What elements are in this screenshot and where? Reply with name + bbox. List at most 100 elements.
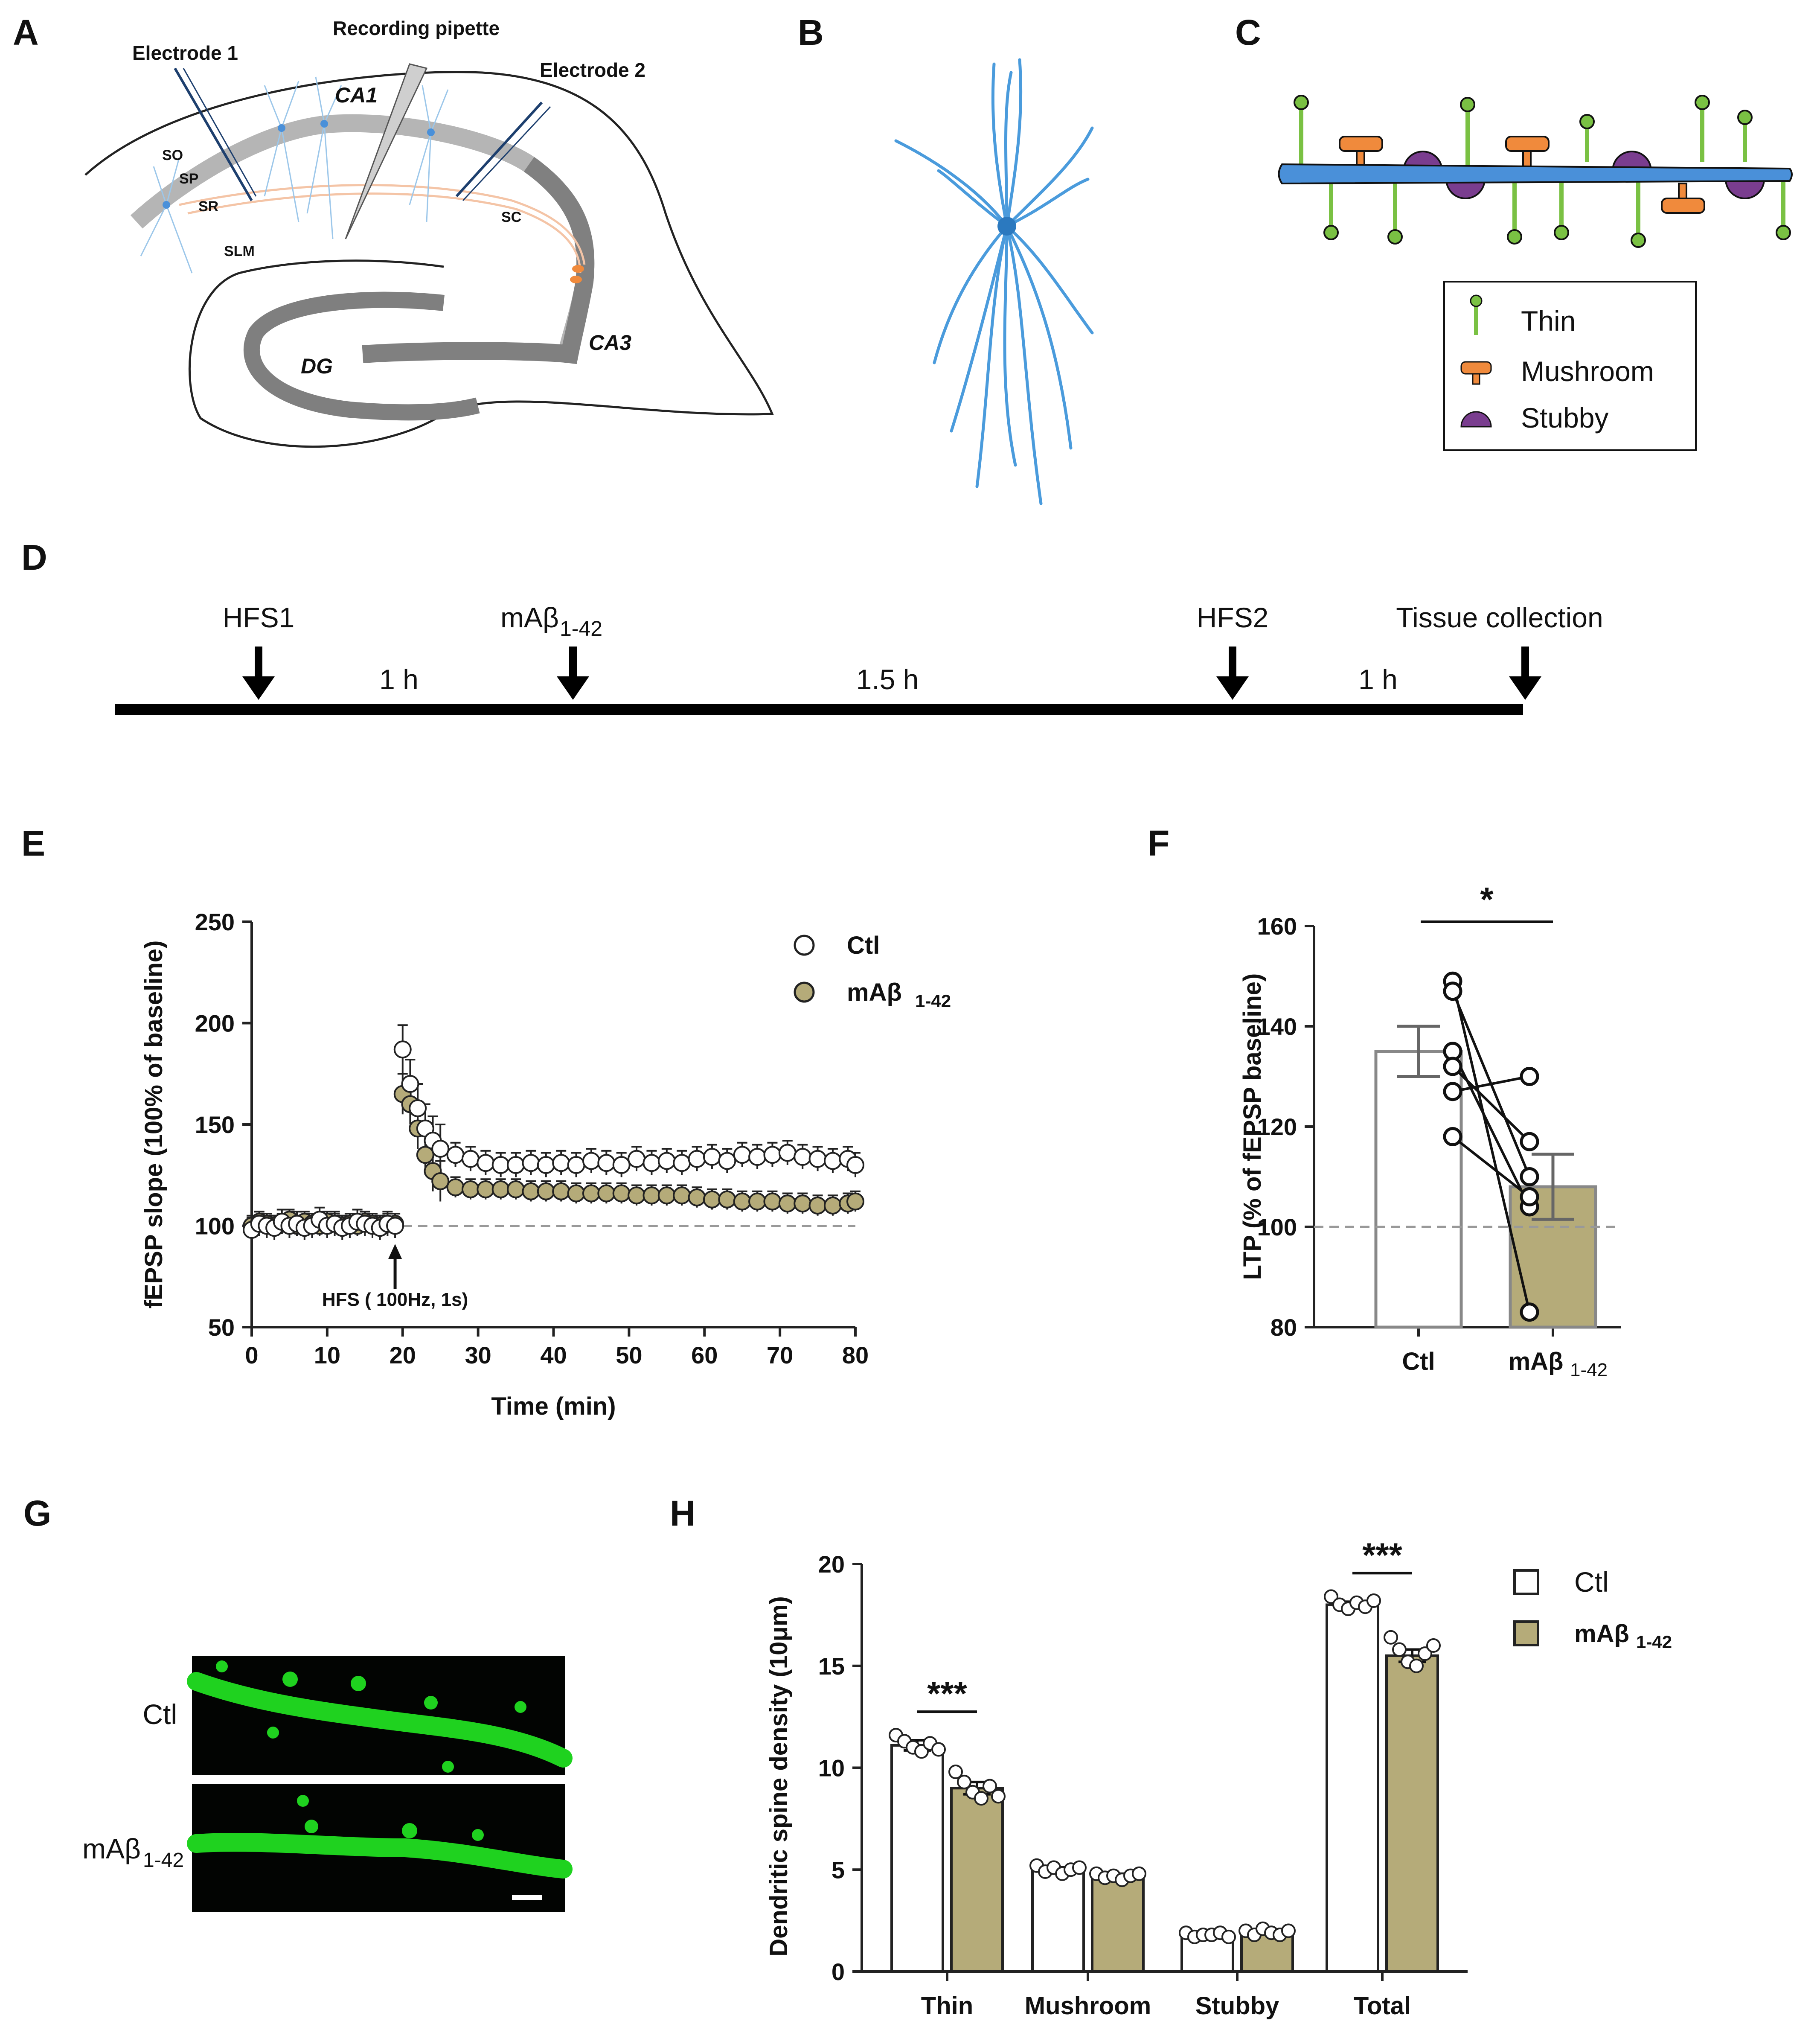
e-point	[461, 1150, 480, 1168]
panel-d-label: D	[21, 537, 47, 577]
e-y-tick-label: 150	[195, 1111, 235, 1138]
dentate-gyrus-band	[244, 291, 480, 421]
micrograph-mab	[187, 1784, 573, 1912]
h-point	[991, 1789, 1006, 1804]
h-legend-ctl-marker	[1513, 1569, 1539, 1595]
f-pair-line	[1452, 1136, 1530, 1198]
recording-pipette	[345, 63, 428, 239]
e-point	[461, 1180, 480, 1198]
e-point	[446, 1178, 465, 1197]
e-point	[507, 1180, 525, 1198]
panel-e-label: E	[21, 823, 45, 863]
ca1-soma-4	[427, 128, 435, 136]
f-y-tick-label: 120	[1257, 1113, 1297, 1140]
f-category-mab-sub: 1-42	[1570, 1360, 1608, 1381]
e-point	[703, 1148, 721, 1166]
panel-f-label: F	[1148, 823, 1169, 863]
e-point	[688, 1188, 706, 1206]
f-y-tick-label: 80	[1271, 1314, 1297, 1341]
panel-b: B	[798, 12, 1094, 505]
h-bar	[1385, 1654, 1439, 1973]
pipette-label: Recording pipette	[333, 17, 500, 39]
f-pair-line	[1451, 981, 1531, 1313]
e-point	[846, 1156, 864, 1174]
schaffer-collaterals-2	[187, 192, 581, 274]
electrode-1	[174, 67, 257, 201]
e-point	[393, 1040, 412, 1059]
ca3-neuron-soma-2	[570, 276, 582, 283]
legend-stubby: Stubby	[1460, 402, 1608, 434]
ca1-soma	[163, 201, 170, 209]
h-bar	[890, 1744, 944, 1973]
ca1-label: CA1	[335, 83, 378, 107]
g-row-ctl-label: Ctl	[142, 1698, 177, 1730]
e-hfs-arrowhead	[388, 1244, 402, 1259]
e-point	[673, 1186, 691, 1205]
e-point	[763, 1146, 782, 1164]
h-point	[948, 1765, 963, 1780]
f-marks	[1314, 920, 1621, 1329]
spine-diagram	[1278, 95, 1793, 248]
f-point	[1520, 1132, 1539, 1151]
h-point	[914, 1744, 929, 1759]
h-point	[974, 1791, 988, 1806]
h-point	[931, 1742, 946, 1757]
h-point	[1281, 1923, 1296, 1938]
e-x-tick-label: 20	[390, 1342, 416, 1369]
f-y-tick-label: 140	[1257, 1013, 1297, 1040]
e-point	[823, 1152, 842, 1170]
h-legend-mab-sub: 1-42	[1636, 1632, 1672, 1652]
e-point	[612, 1184, 631, 1203]
legend-thin-label: Thin	[1521, 305, 1576, 337]
e-x-tick-label: 50	[616, 1342, 642, 1369]
ca1-soma-3	[320, 120, 328, 128]
e-point	[846, 1192, 864, 1211]
h-legend-mab-marker	[1513, 1620, 1539, 1646]
interval-2: 1.5 h	[856, 664, 919, 695]
e-point	[718, 1190, 736, 1209]
f-category-mab: mAβ	[1509, 1348, 1564, 1375]
e-point	[748, 1148, 767, 1166]
h-legend-ctl-label: Ctl	[1574, 1566, 1609, 1598]
scale-bar	[512, 1895, 542, 1900]
e-point	[733, 1146, 751, 1164]
f-point	[1443, 1057, 1462, 1076]
h-point	[1366, 1593, 1381, 1608]
e-x-tick-label: 0	[245, 1342, 258, 1369]
h-legend-mab-label: mAβ	[1574, 1620, 1629, 1648]
event-tissue: Tissue collection	[1396, 602, 1603, 633]
e-point	[823, 1197, 842, 1215]
e-point	[643, 1186, 661, 1205]
panel-d: D HFS1 mAβ 1-42 HFS2 Tissue collection 1…	[21, 537, 1603, 715]
h-category-label: Total	[1354, 1992, 1411, 2020]
e-point	[718, 1152, 736, 1170]
legend-mushroom: Mushroom	[1460, 355, 1654, 387]
e-point	[507, 1156, 525, 1174]
e-point	[808, 1197, 827, 1215]
e-point	[522, 1182, 540, 1200]
g-row-mab-label: mAβ	[82, 1833, 141, 1864]
event-mab-sub: 1-42	[560, 617, 602, 641]
e-legend-mab-label: mAβ	[847, 979, 902, 1006]
e-point	[673, 1154, 691, 1172]
h-point	[983, 1779, 997, 1794]
h-bar	[1091, 1874, 1145, 1973]
h-point	[1324, 1589, 1338, 1604]
h-y-tick-label: 0	[832, 1958, 845, 1985]
e-legend-mab-sub: 1-42	[915, 991, 951, 1011]
mushroom-spines	[1339, 136, 1705, 214]
e-point	[763, 1192, 782, 1211]
event-hfs2: HFS2	[1197, 602, 1269, 633]
e-point	[582, 1184, 600, 1203]
e-point	[409, 1099, 427, 1117]
e-x-tick-label: 60	[691, 1342, 718, 1369]
panel-g: G Ctl mAβ 1-42	[23, 1493, 573, 1912]
e-legend-mab-marker	[794, 982, 815, 1003]
stratum-pyramidale-band	[130, 114, 595, 352]
e-point	[778, 1144, 797, 1162]
f-point	[1520, 1302, 1539, 1322]
e-point	[386, 1217, 404, 1235]
sc-label: SC	[501, 209, 521, 225]
